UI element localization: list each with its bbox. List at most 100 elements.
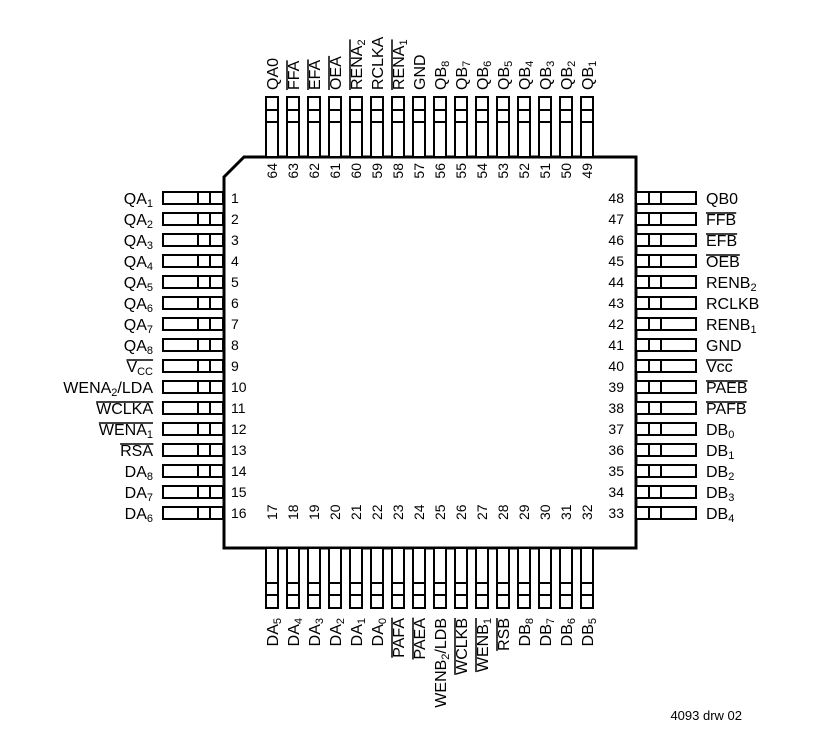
pin-number: 20	[327, 504, 343, 520]
pin-label-db0: DB0	[706, 422, 734, 441]
pin-body	[635, 338, 697, 352]
pin-label-gnd: GND	[412, 54, 429, 90]
pin-body	[162, 359, 224, 373]
pin-label-renb2: RENB2	[706, 275, 757, 294]
pin-label-group: DA5	[265, 618, 284, 646]
pin-label-db2: DB2	[706, 464, 734, 483]
pin-label-qa1: QA1	[124, 191, 153, 210]
pin-body	[328, 96, 342, 158]
pin-body	[162, 296, 224, 310]
pin-label-group: OEA	[328, 55, 345, 90]
pin-body	[412, 547, 426, 609]
pin-number: 12	[231, 421, 247, 437]
pin-body	[162, 422, 224, 436]
pin-number: 53	[495, 163, 511, 179]
pin-body	[162, 443, 224, 457]
pin-body	[162, 485, 224, 499]
pin-label-group: QB6	[475, 61, 494, 90]
pin-body	[635, 485, 697, 499]
pin-label-wena1: WENA1	[99, 422, 153, 441]
pin-61: 61 OEA	[327, 55, 345, 179]
pin-body	[162, 233, 224, 247]
pin-35: 35 DB2	[608, 463, 734, 483]
pin-label-group: WENB1	[475, 618, 494, 673]
pin-body	[286, 547, 300, 609]
pin-number: 48	[608, 190, 624, 206]
pin-label-group: QA0	[265, 58, 282, 90]
pin-label-qb2: QB2	[559, 61, 578, 90]
pin-number: 46	[608, 232, 624, 248]
pin-label-group: QB7	[454, 61, 473, 90]
pin-label-group: RCLKA	[370, 36, 387, 90]
pin-body	[454, 547, 468, 609]
pin-number: 61	[327, 163, 343, 179]
pin-label-group: DB8	[517, 618, 536, 646]
pin-label-pafb: PAFB	[706, 401, 747, 418]
pin-label-da2: DA2	[328, 618, 347, 646]
pin-label-group: FFA	[286, 60, 303, 90]
pin-number: 11	[231, 400, 246, 416]
pin-number: 30	[537, 504, 553, 520]
pin-label-da8: DA8	[125, 464, 153, 483]
pin-label-group: PAEA	[412, 617, 429, 660]
pin-body	[635, 401, 697, 415]
pin-label-oeb: OEB	[706, 254, 740, 271]
pin-number: 35	[608, 463, 624, 479]
pin-number: 41	[608, 337, 624, 353]
pin-body	[635, 296, 697, 310]
pin-label-qa5: QA5	[124, 275, 153, 294]
pin-number: 24	[411, 504, 427, 520]
pin-label-renb1: RENB1	[706, 317, 757, 336]
pin-label-db4: DB4	[706, 506, 734, 525]
pin-number: 47	[608, 211, 624, 227]
pin-body	[162, 317, 224, 331]
pin-label-db5: DB5	[580, 618, 599, 646]
pin-label-wenb2-ldb: WENB2/LDB	[433, 618, 452, 708]
pin-41: 41 GND	[608, 337, 741, 355]
pin-body	[391, 96, 405, 158]
pin-body	[580, 96, 594, 158]
pin-label-group: QB5	[496, 61, 515, 90]
pin-label-rena1: RENA1	[391, 39, 410, 90]
pin-number: 27	[474, 504, 490, 520]
pin-label-group: QB8	[433, 61, 452, 90]
pin-number: 15	[231, 484, 247, 500]
pin-number: 16	[231, 505, 247, 521]
pin-body	[162, 401, 224, 415]
pin-label-efb: EFB	[706, 233, 737, 250]
pins-left: 1QA12QA23QA34QA45QA56QA67QA78QA89VCC10WE…	[63, 190, 246, 525]
pin-body	[162, 380, 224, 394]
pin-label-rclkb: RCLKB	[706, 296, 759, 313]
pin-label-gnd: GND	[706, 338, 742, 355]
pin-55: 55 QB7	[453, 61, 473, 179]
pin-number: 55	[453, 163, 469, 179]
pin-number: 2	[231, 211, 239, 227]
pin-number: 9	[231, 358, 239, 374]
pin-body	[635, 422, 697, 436]
pin-body	[475, 96, 489, 158]
pin-number: 52	[516, 163, 532, 179]
pin-label-group: RSB	[496, 618, 513, 651]
